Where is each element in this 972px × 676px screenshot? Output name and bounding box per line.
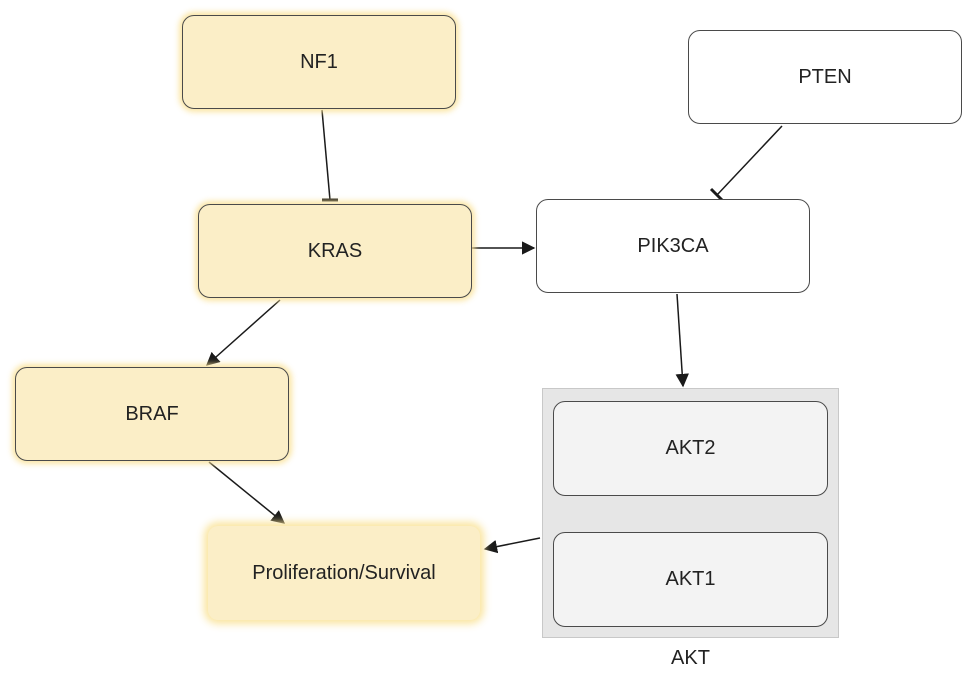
node-nf1: NF1 [182, 15, 456, 109]
edge-kras-braf [205, 299, 281, 366]
edge-nf1-kras [321, 109, 331, 201]
node-pten: PTEN [688, 30, 962, 124]
akt-group-label: AKT [671, 647, 710, 669]
node-akt1: AKT1 [553, 532, 828, 627]
edge-pten-pik3ca [716, 125, 783, 196]
node-pik3ca: PIK3CA [536, 199, 810, 293]
node-braf: BRAF [15, 367, 289, 461]
edge-braf-outcome [208, 461, 286, 524]
edge-pik3ca-akt [675, 293, 689, 388]
edge-akt-outcome [483, 537, 541, 554]
node-akt2: AKT2 [553, 401, 828, 496]
node-proliferation-survival: Proliferation/Survival [208, 526, 480, 620]
node-kras: KRAS [198, 204, 472, 298]
